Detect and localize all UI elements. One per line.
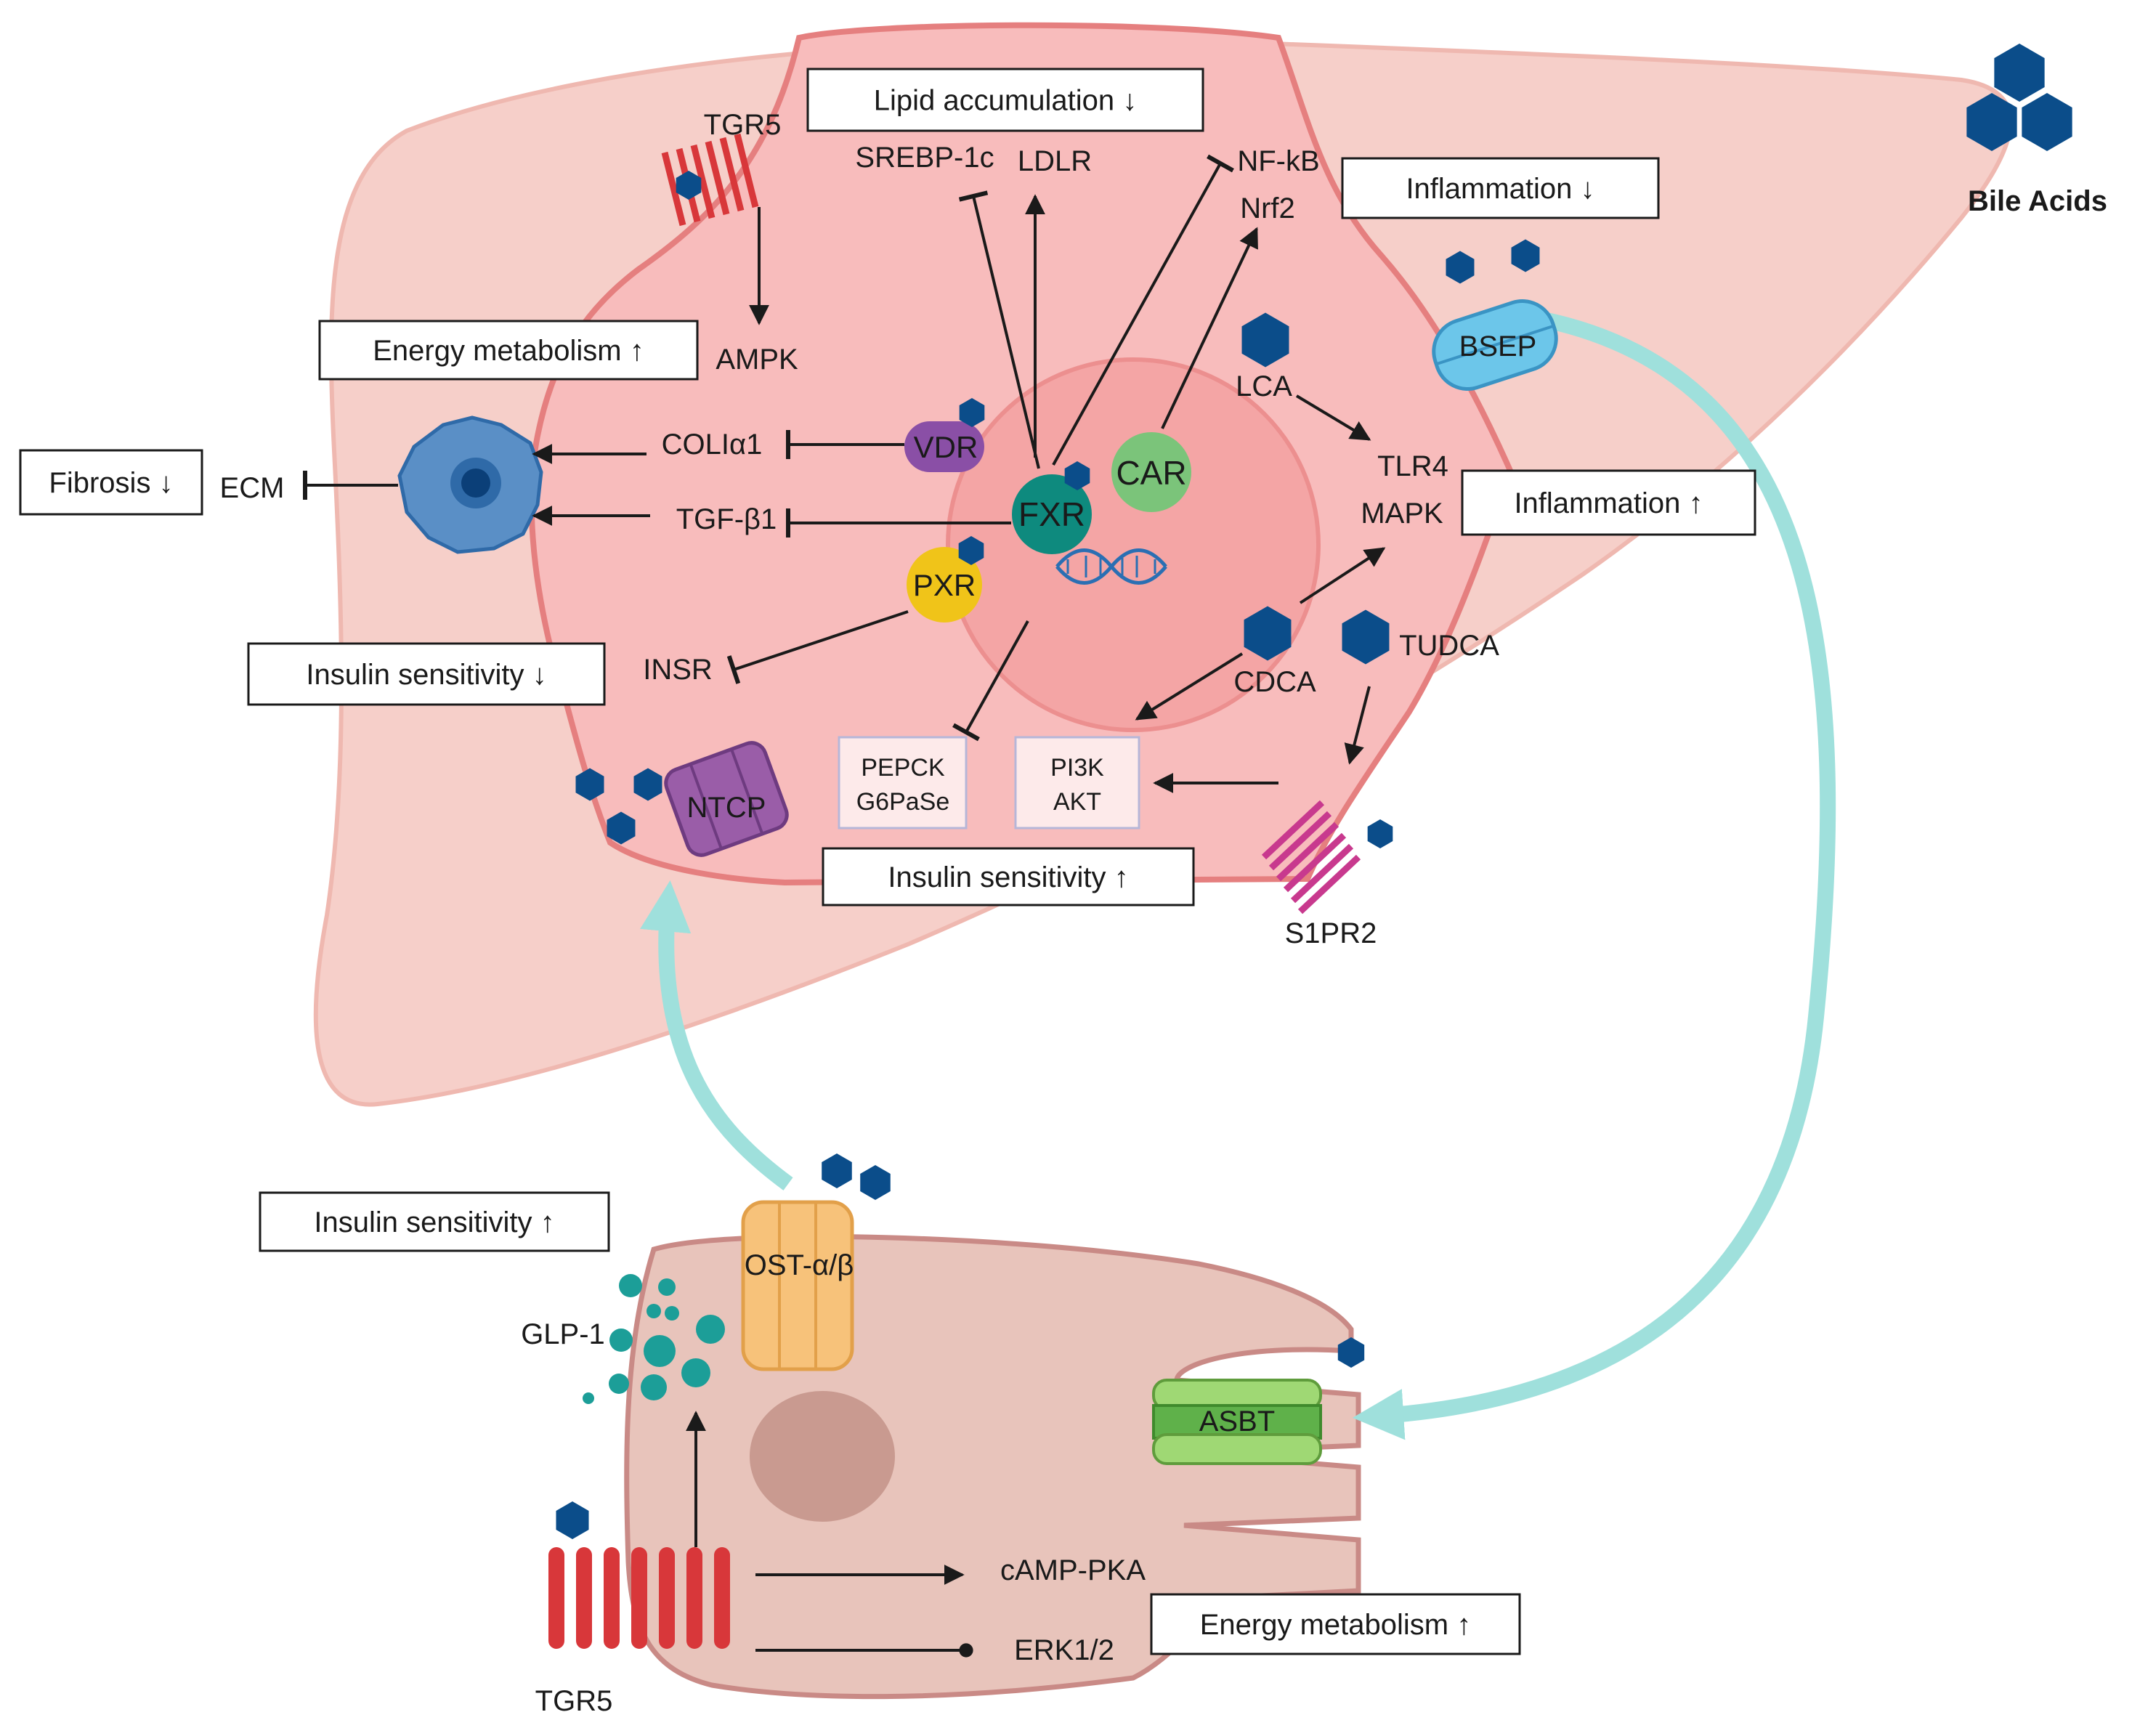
- mapk-label: MAPK: [1361, 498, 1443, 530]
- pathway-arrows: [303, 154, 1386, 1658]
- asbt-label: ASBT: [1199, 1406, 1275, 1437]
- transport-arrow-ost-to-ntcp: [640, 880, 793, 1191]
- pi3k-akt-box: [1014, 736, 1140, 830]
- cdca-label: CDCA: [1233, 666, 1316, 698]
- vdr-label: VDR: [914, 430, 978, 464]
- ampk-label: AMPK: [716, 344, 798, 376]
- inhibition-arrow: [1052, 154, 1234, 466]
- pepck-label: PEPCK: [861, 754, 945, 782]
- inhibition-arrow: [952, 620, 1029, 742]
- effect-box-label: Inflammation ↑: [1514, 487, 1703, 519]
- lca-label: LCA: [1236, 370, 1292, 402]
- s1pr2-label: S1PR2: [1285, 917, 1377, 949]
- car-label: CAR: [1116, 454, 1186, 492]
- dna-icon: [1055, 548, 1167, 585]
- inhibition-arrow: [958, 190, 1040, 469]
- fxr-receptor: [1012, 474, 1092, 554]
- bile-acids-legend-label: Bile Acids: [1968, 185, 2107, 217]
- glp1-granules: [583, 1274, 725, 1404]
- bile-acid-hexagon: [860, 1165, 891, 1200]
- srebp-label: SREBP-1c: [855, 142, 994, 174]
- effect-box-energy-intestine: Energy metabolism ↑: [1150, 1593, 1521, 1655]
- bile-acid-hexagon: [822, 1153, 852, 1188]
- pxr-receptor: [907, 547, 982, 622]
- bsep-transporter: [1432, 299, 1558, 391]
- stellate-cell-icon: [397, 415, 543, 554]
- camp-label: cAMP-PKA: [1000, 1554, 1146, 1586]
- car-receptor: [1111, 432, 1191, 512]
- tgr5-intestine-receptor: [548, 1547, 730, 1649]
- effect-box-energy-liver: Energy metabolism ↑: [318, 320, 699, 381]
- tgfb-label: TGF-β1: [676, 503, 777, 535]
- effect-box-label: Insulin sensitivity ↑: [314, 1206, 554, 1238]
- effect-box-label: Lipid accumulation ↓: [874, 85, 1137, 117]
- tgr5-intestine-label: TGR5: [535, 1685, 613, 1717]
- activation-arrow: [1135, 652, 1244, 721]
- nucleus: [946, 357, 1321, 732]
- transport-arrow-bsep-to-asbt: [1352, 312, 1836, 1440]
- pi3k-label: PI3K: [1050, 754, 1104, 782]
- effect-box-insulin-down: Insulin sensitivity ↓: [247, 642, 606, 706]
- bsep-label: BSEP: [1459, 330, 1537, 362]
- tgr5-liver-receptor: [661, 133, 759, 227]
- g6pase-label: G6PaSe: [856, 788, 950, 816]
- activation-arrow: [1161, 227, 1258, 429]
- s1pr2-receptor: [1261, 800, 1361, 914]
- effect-box-inflammation-up: Inflammation ↑: [1461, 469, 1756, 536]
- effect-box-fibrosis: Fibrosis ↓: [19, 449, 203, 516]
- glp1-label: GLP-1: [521, 1318, 605, 1350]
- vdr-receptor: [904, 421, 984, 472]
- asbt-transporter: [1152, 1379, 1322, 1465]
- tudca-label: TUDCA: [1399, 630, 1499, 662]
- inhibition-arrow: [726, 610, 909, 684]
- ldlr-label: LDLR: [1018, 145, 1092, 177]
- effect-box-lipid: Lipid accumulation ↓: [806, 68, 1204, 132]
- enterocyte-nucleus: [750, 1391, 895, 1522]
- ost-label: OST-α/β: [745, 1249, 854, 1281]
- akt-label: AKT: [1053, 788, 1101, 816]
- nfkb-label: NF-kB: [1237, 145, 1319, 177]
- fxr-label: FXR: [1018, 495, 1085, 533]
- ntcp-transporter: [664, 741, 789, 857]
- effect-box-label: Energy metabolism ↑: [1200, 1609, 1471, 1641]
- insr-label: INSR: [643, 654, 713, 686]
- bile-acid-hexagon: [556, 1501, 589, 1539]
- activation-arrow: [1299, 547, 1386, 604]
- effect-box-label: Energy metabolism ↑: [373, 335, 644, 367]
- effect-box-label: Inflammation ↓: [1406, 173, 1594, 205]
- ost-transporter: [741, 1200, 854, 1371]
- effect-box-inflammation-down: Inflammation ↓: [1341, 157, 1660, 219]
- col-label: COLIα1: [662, 429, 763, 461]
- pepck-g6pase-box: [838, 736, 968, 830]
- tlr4-label: TLR4: [1377, 450, 1448, 482]
- bile-acid-hexagon: [1367, 819, 1393, 848]
- tgr5-liver-label: TGR5: [704, 109, 782, 141]
- activation-arrow: [1344, 686, 1371, 765]
- effect-box-insulin-up-intestine: Insulin sensitivity ↑: [259, 1191, 610, 1252]
- nrf2-label: Nrf2: [1240, 192, 1295, 224]
- effect-box-label: Fibrosis ↓: [49, 467, 173, 499]
- ecm-label: ECM: [220, 472, 285, 504]
- erk-label: ERK1/2: [1014, 1634, 1114, 1666]
- effect-box-label: Insulin sensitivity ↓: [306, 659, 546, 691]
- effect-boxes: Lipid accumulation ↓ Inflammation ↓ Energy…: [19, 68, 1756, 1655]
- pxr-label: PXR: [913, 568, 976, 602]
- effect-box-label: Insulin sensitivity ↑: [888, 861, 1128, 893]
- activation-arrow: [1295, 394, 1371, 441]
- effect-box-insulin-up-liver: Insulin sensitivity ↑: [822, 847, 1195, 906]
- ntcp-label: NTCP: [687, 792, 766, 824]
